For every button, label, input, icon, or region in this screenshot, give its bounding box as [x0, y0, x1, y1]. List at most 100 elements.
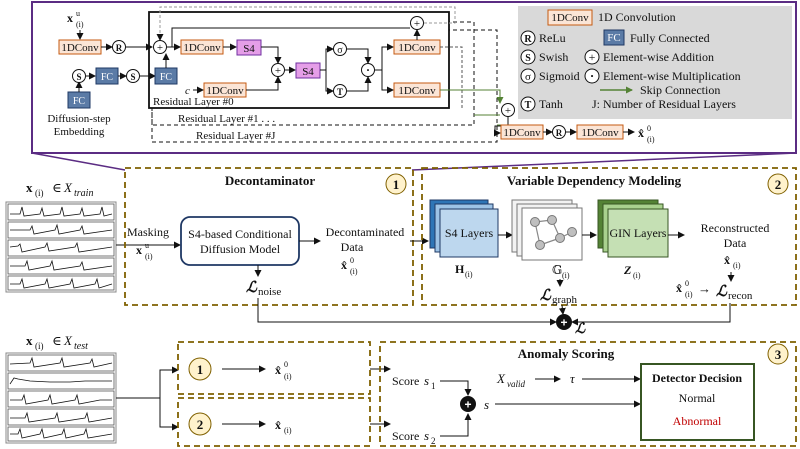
- recon-xhat0-sup: 0: [685, 279, 689, 288]
- final-conv2-label: 1DConv: [581, 127, 619, 139]
- legend-conv-swatch: [547, 9, 593, 26]
- cond-conv-label: 1DConv: [206, 85, 244, 97]
- s4-layers-label: S4 Layers: [445, 226, 494, 240]
- res-tanh-sym: T: [337, 87, 343, 97]
- h-label: H: [455, 262, 465, 276]
- loss-noise: ℒ: [246, 280, 258, 296]
- test-input: x (i) ∈ X test: [5, 333, 117, 444]
- condition-c: c: [185, 85, 190, 97]
- legend-sigmoid-sym: σ: [525, 71, 531, 83]
- res-conv-label: 1DConv: [183, 42, 221, 54]
- decontaminator-title: Decontaminator: [225, 173, 315, 188]
- residual-layer-0-label: Residual Layer #0: [153, 96, 234, 108]
- recon-xhat-sub: (i): [733, 261, 741, 270]
- badge-2-label: 2: [775, 177, 782, 192]
- detail-panel: 1DConv 1D Convolution R ReLu FC Fully Co…: [31, 1, 797, 154]
- embed-label-2: Embedding: [54, 126, 105, 138]
- test-b2-out: x̂: [275, 418, 281, 432]
- decontaminated-label-2: Data: [341, 240, 364, 254]
- decon-out-x: x̂: [341, 258, 347, 272]
- gin-layers-stack: GIN Layers: [597, 199, 669, 258]
- vdm-frame: [421, 167, 797, 306]
- total-loss: ℒ: [575, 322, 586, 337]
- reconstructed-label-1: Reconstructed: [701, 221, 770, 235]
- embed-fc-label: FC: [73, 96, 86, 107]
- score1-sub: 1: [431, 381, 436, 391]
- test-badge-1-label: 1: [197, 362, 204, 377]
- res-add2-sym: +: [275, 65, 281, 77]
- detail-input-x: x: [67, 11, 73, 25]
- input-conv-label: 1DConv: [61, 42, 99, 54]
- residual-layer-1-label: Residual Layer #1 . . .: [178, 113, 275, 125]
- test-label-x: x: [26, 333, 33, 348]
- legend-skip-desc: Skip Connection: [640, 83, 720, 97]
- s4-layers-stack: S4 Layers: [429, 199, 499, 258]
- embed-swish-icon: [72, 69, 86, 83]
- legend-conv-desc: 1D Convolution: [598, 10, 676, 24]
- test-label-set: X: [63, 333, 73, 348]
- test-label-sub: (i): [35, 341, 44, 351]
- recon-arrow: →: [698, 281, 711, 296]
- train-label-set: X: [63, 180, 73, 195]
- decon-out-sub: (i): [350, 267, 358, 276]
- multiply-icon: [584, 68, 600, 84]
- score2-label: Score: [392, 429, 419, 443]
- masking-label: Masking: [127, 225, 169, 239]
- badge-1: [385, 173, 407, 195]
- legend-conv-abbr: 1DConv: [551, 12, 589, 24]
- legend-fc-swatch: [603, 29, 625, 46]
- input-relu-icon: [112, 40, 126, 54]
- total-loss-add-icon: [556, 314, 572, 330]
- legend-swish-desc: Swish: [539, 50, 568, 64]
- recon-xhat0: x̂: [676, 281, 682, 295]
- decision-normal: Normal: [679, 391, 716, 405]
- g-label: 𝔾: [552, 263, 562, 277]
- detector-decision-title: Detector Decision: [652, 371, 742, 385]
- detector-decision-box: [640, 363, 755, 441]
- decon-out-sup: 0: [350, 256, 354, 265]
- input-relu-sym: R: [116, 43, 123, 53]
- test-b2-sub: (i): [284, 426, 292, 435]
- h-sub: (i): [465, 270, 473, 279]
- svg-text:+: +: [464, 398, 471, 412]
- score1-s: s: [424, 373, 429, 388]
- recon-xhat: x̂: [724, 253, 730, 267]
- diffusion-model-label-1: S4-based Conditional: [188, 227, 292, 241]
- legend-relu-sym: R: [524, 34, 532, 45]
- anomaly-scoring-module: Anomaly Scoring 3 Score s 1 Score s 2 + …: [379, 341, 797, 447]
- res-add2-icon: [271, 63, 285, 77]
- res-mul-icon: [361, 63, 375, 77]
- test-badge-2: [188, 412, 212, 436]
- badge-1-label: 1: [393, 177, 400, 192]
- train-label-set-sub: train: [74, 188, 93, 199]
- res-s4b-label: S4: [302, 66, 314, 78]
- loss-graph: ℒ: [540, 288, 552, 304]
- badge-2: [767, 173, 789, 195]
- detail-output-sup: 0: [647, 124, 651, 133]
- test-branch-2: 2 x̂ (i): [177, 397, 371, 447]
- train-series-stack: [5, 201, 117, 293]
- reconstructed-label-2: Data: [724, 236, 747, 250]
- res-skip-conv-label: 1DConv: [398, 85, 436, 97]
- legend-swish-sym: S: [525, 53, 531, 64]
- legend-sigmoid-desc: Sigmoid: [539, 69, 580, 83]
- train-label-in: ∈: [52, 180, 62, 195]
- test-badge-2-label: 2: [197, 417, 204, 432]
- z-label: Z: [623, 263, 632, 277]
- decontaminator-frame: [124, 167, 414, 306]
- legend-tanh-sym: T: [525, 100, 532, 111]
- decision-abnormal: Abnormal: [673, 414, 722, 428]
- legend-add-desc: Element-wise Addition: [603, 50, 714, 64]
- embed-label-1: Diffusion-step: [47, 113, 111, 125]
- legend-fc-desc: Fully Connected: [630, 31, 710, 45]
- res-add3-sym: +: [414, 18, 420, 30]
- xvalid: X: [496, 371, 506, 386]
- recon-xhat0-sub: (i): [685, 290, 693, 299]
- badge-3-label: 3: [775, 347, 782, 362]
- detail-input-sup: u: [76, 9, 80, 18]
- swish-icon: [520, 49, 536, 65]
- train-label-sub: (i): [35, 188, 44, 198]
- embed-swish-sym: S: [76, 72, 81, 82]
- gin-layers-label: GIN Layers: [610, 226, 667, 240]
- score1-label: Score: [392, 374, 419, 388]
